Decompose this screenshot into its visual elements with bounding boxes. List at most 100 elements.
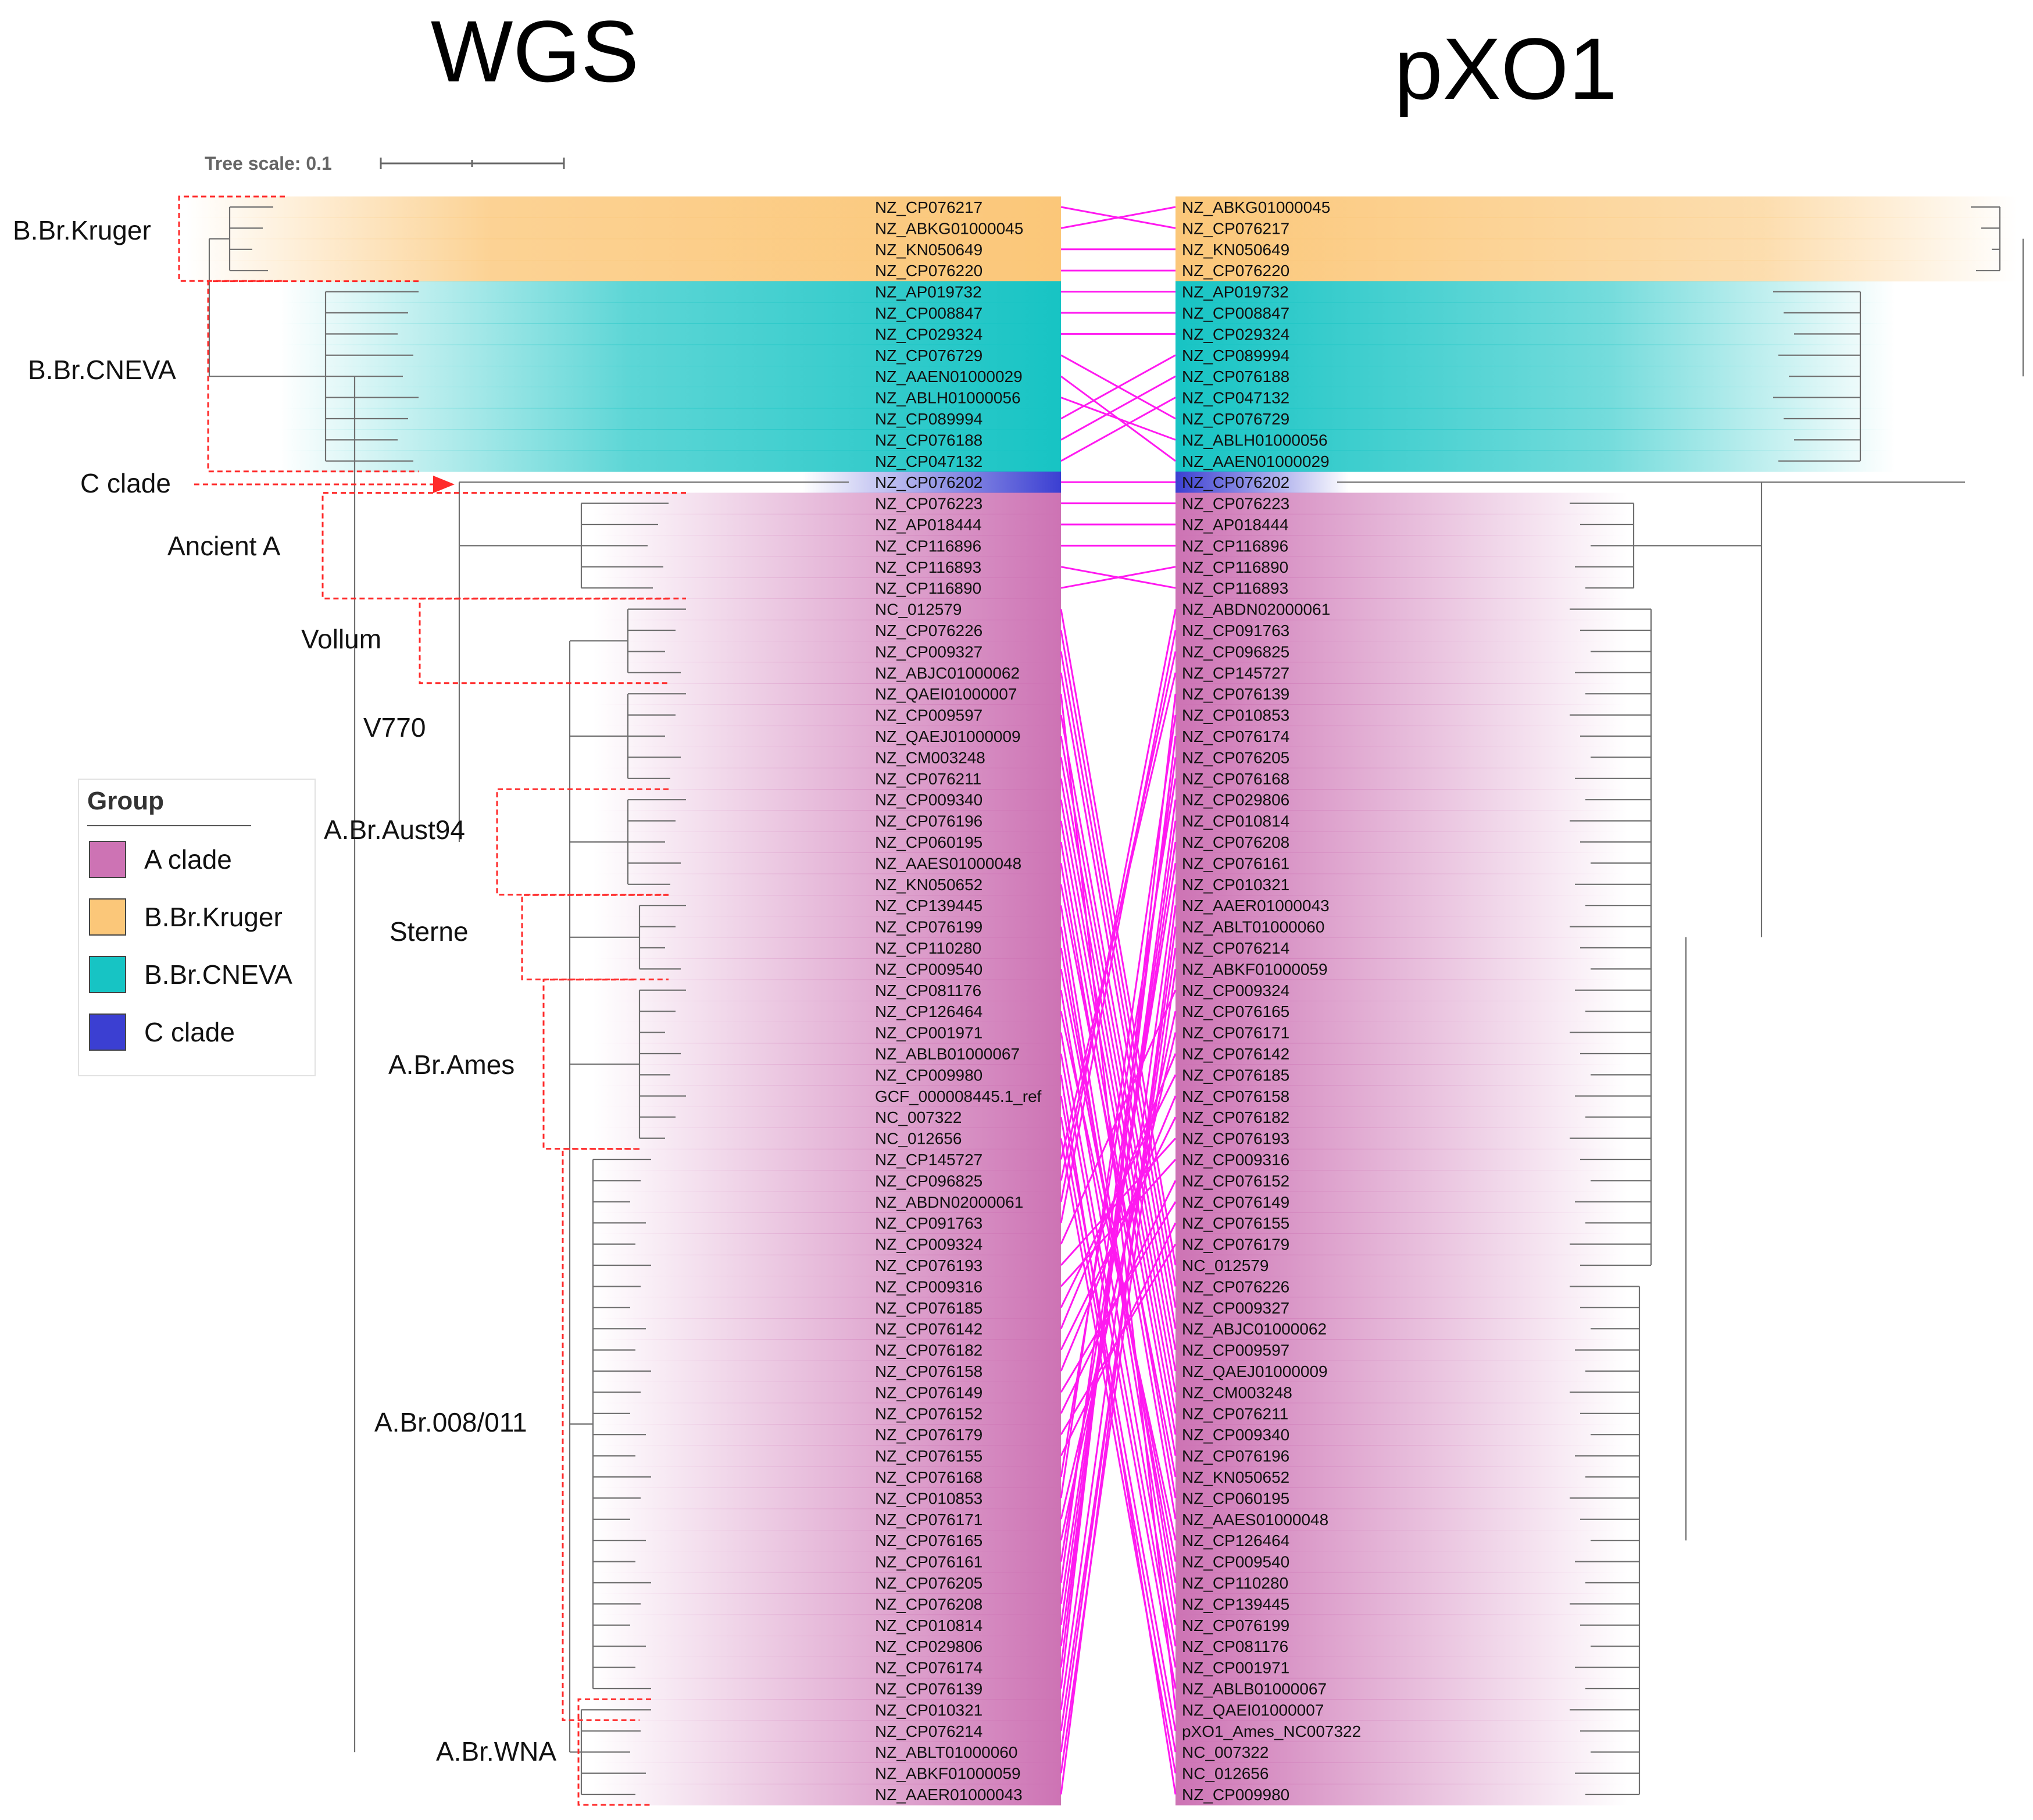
clade-label-008-011: A.Br.008/011 bbox=[374, 1407, 527, 1437]
wgs-leaf-label: NZ_CP076161 bbox=[875, 1553, 982, 1571]
pxo1-leaf-label: NZ_CP009597 bbox=[1182, 1341, 1289, 1359]
link-NZ_CP076174 bbox=[1060, 736, 1177, 1668]
pxo1-leaf-label: NZ_CP076165 bbox=[1182, 1002, 1289, 1020]
pxo1-leaf-label: NZ_CP110280 bbox=[1182, 1574, 1288, 1592]
wgs-band-NZ_CP076223 bbox=[593, 493, 1061, 515]
pxo1-band-NZ_CP076161 bbox=[1176, 852, 1628, 875]
clade-label-v770: V770 bbox=[363, 712, 426, 743]
c-clade-arrowhead bbox=[433, 476, 455, 493]
bracket-cneva bbox=[207, 280, 419, 473]
pxo1-band-NZ_AAEN01000029 bbox=[1176, 450, 1895, 472]
pxo1-leaf-label: NZ_CP076161 bbox=[1182, 854, 1289, 872]
wgs-band-NZ_CP076158 bbox=[593, 1360, 1061, 1382]
pxo1-leaf-label: NZ_CP116896 bbox=[1182, 537, 1288, 555]
clade-color-bands bbox=[186, 196, 2017, 1805]
wgs-band-NZ_CP009980 bbox=[593, 1064, 1061, 1086]
pxo1-band-NZ_ABLT01000060 bbox=[1176, 916, 1628, 938]
wgs-leaf-label: NZ_CP076202 bbox=[875, 473, 982, 491]
wgs-leaf-label: NZ_ABJC01000062 bbox=[875, 664, 1020, 682]
pxo1-band-NC_012656 bbox=[1176, 1762, 1628, 1785]
pxo1-band-NZ_CP076139 bbox=[1176, 683, 1628, 705]
pxo1-band-NZ_CP076165 bbox=[1176, 1001, 1628, 1022]
pxo1-band-NZ_KN050649 bbox=[1176, 238, 2017, 260]
pxo1-leaf-label: NZ_CP089994 bbox=[1182, 347, 1289, 365]
wgs-band-NZ_CP076182 bbox=[593, 1339, 1061, 1361]
wgs-band-NZ_CP076165 bbox=[593, 1530, 1061, 1551]
wgs-leaf-label: NZ_QAEJ01000009 bbox=[875, 727, 1021, 745]
pxo1-band-pXO1_Ames_NC007322 bbox=[1176, 1720, 1628, 1742]
pxo1-leaf-label: NZ_CP060195 bbox=[1182, 1489, 1289, 1507]
wgs-band-NZ_CP116890 bbox=[593, 577, 1061, 599]
pxo1-band-NZ_CP029806 bbox=[1176, 789, 1628, 811]
link-NZ_AAER01000043 bbox=[1060, 905, 1177, 1795]
link-NZ_CP139445 bbox=[1060, 905, 1177, 1604]
pxo1-band-NZ_CP076214 bbox=[1176, 937, 1628, 959]
wgs-leaf-label: NZ_CP110280 bbox=[875, 939, 981, 957]
pxo1-leaf-label: NZ_CP076179 bbox=[1182, 1236, 1289, 1254]
pxo1-leaf-label: NZ_ABDN02000061 bbox=[1182, 601, 1330, 619]
pxo1-leaf-label: NZ_CP076182 bbox=[1182, 1108, 1289, 1126]
pxo1-band-NZ_CP009340 bbox=[1176, 1424, 1628, 1446]
pxo1-band-NZ_CP076226 bbox=[1176, 1276, 1628, 1298]
pxo1-leaf-label: NZ_CP076202 bbox=[1182, 473, 1289, 491]
pxo1-leaf-label: NZ_CP091763 bbox=[1182, 622, 1289, 640]
pxo1-band-NZ_ABDN02000061 bbox=[1176, 598, 1628, 620]
wgs-band-NZ_ABDN02000061 bbox=[593, 1191, 1061, 1213]
pxo1-title: pXO1 bbox=[1394, 20, 1617, 117]
link-NZ_CM003248 bbox=[1060, 757, 1177, 1393]
link-NZ_CP010321 bbox=[1060, 884, 1177, 1710]
pxo1-leaf-label: pXO1_Ames_NC007322 bbox=[1182, 1722, 1361, 1740]
pxo1-leaf-label: NZ_CP076223 bbox=[1182, 495, 1289, 513]
wgs-leaf-label: NZ_CP076220 bbox=[875, 262, 982, 280]
wgs-band-NZ_CP076205 bbox=[593, 1572, 1061, 1594]
wgs-leaf-label: NZ_CP029324 bbox=[875, 325, 982, 343]
wgs-band-NZ_QAEJ01000009 bbox=[593, 725, 1061, 747]
wgs-leaf-label: NZ_KN050652 bbox=[875, 876, 982, 894]
clade-label-cneva: B.Br.CNEVA bbox=[28, 355, 176, 385]
pxo1-band-NZ_CP076168 bbox=[1176, 768, 1628, 790]
wgs-band-NZ_AAER01000043 bbox=[593, 1783, 1061, 1805]
link-NZ_CP076211 bbox=[1060, 778, 1177, 1414]
wgs-band-NZ_CP076214 bbox=[593, 1720, 1061, 1742]
pxo1-leaf-label: NZ_CP076149 bbox=[1182, 1193, 1289, 1211]
pxo1-band-NZ_CP076185 bbox=[1176, 1064, 1628, 1086]
pxo1-leaf-label: NZ_CP009324 bbox=[1182, 982, 1289, 1000]
pxo1-band-NZ_CP076152 bbox=[1176, 1170, 1628, 1192]
wgs-leaf-label: NZ_QAEI01000007 bbox=[875, 685, 1017, 703]
wgs-band-NZ_CP076174 bbox=[593, 1657, 1061, 1679]
link-NZ_ABKF01000059 bbox=[1060, 969, 1177, 1773]
wgs-leaf-label: NZ_CP009327 bbox=[875, 643, 982, 661]
pxo1-band-NZ_CP126464 bbox=[1176, 1530, 1628, 1551]
pxo1-leaf-label: NZ_CP076217 bbox=[1182, 219, 1289, 237]
pxo1-leaf-label: NZ_CP009980 bbox=[1182, 1786, 1289, 1804]
pxo1-leaf-label: NZ_QAEI01000007 bbox=[1182, 1701, 1324, 1719]
pxo1-leaf-label: NZ_CP009340 bbox=[1182, 1426, 1289, 1444]
pxo1-leaf-label: NZ_CP047132 bbox=[1182, 389, 1289, 407]
wgs-leaf-label: NZ_CP076182 bbox=[875, 1341, 982, 1359]
wgs-band-NZ_CP091763 bbox=[593, 1212, 1061, 1234]
link-NZ_ABLT01000060 bbox=[1060, 926, 1177, 1753]
pxo1-band-NZ_CP076142 bbox=[1176, 1043, 1628, 1065]
pxo1-leaf-label: NZ_CP001971 bbox=[1182, 1659, 1289, 1677]
pxo1-band-NZ_CP010853 bbox=[1176, 704, 1628, 726]
wgs-leaf-label: NZ_CP076155 bbox=[875, 1447, 982, 1465]
wgs-band-NZ_CP010321 bbox=[593, 1699, 1061, 1721]
pxo1-band-NZ_CP076196 bbox=[1176, 1445, 1628, 1467]
bracket-wna bbox=[577, 1698, 651, 1806]
wgs-leaf-label: NZ_CP116896 bbox=[875, 537, 981, 555]
link-NZ_CP076139 bbox=[1060, 694, 1177, 1689]
bracket-ames bbox=[542, 979, 634, 1150]
wgs-leaf-label: NZ_ABKF01000059 bbox=[875, 1765, 1021, 1783]
pxo1-leaf-label: NZ_CP145727 bbox=[1182, 664, 1289, 682]
pxo1-band-NZ_CP076171 bbox=[1176, 1022, 1628, 1044]
pxo1-band-NC_007322 bbox=[1176, 1742, 1628, 1763]
pxo1-band-NC_012579 bbox=[1176, 1254, 1628, 1276]
legend: Group A clade B.Br.Kruger B.Br.CNEVA C c… bbox=[78, 779, 316, 1076]
wgs-band-NZ_ABKG01000045 bbox=[186, 217, 1061, 240]
pxo1-band-NZ_ABKG01000045 bbox=[1176, 196, 2017, 218]
bracket-sterne bbox=[521, 894, 669, 980]
pxo1-leaf-label: NZ_CP076729 bbox=[1182, 410, 1289, 428]
pxo1-leaf-label: NZ_CP076174 bbox=[1182, 727, 1289, 745]
pxo1-leaf-label: NZ_CP076142 bbox=[1182, 1045, 1289, 1063]
wgs-leaf-label: NZ_AAES01000048 bbox=[875, 854, 1021, 872]
